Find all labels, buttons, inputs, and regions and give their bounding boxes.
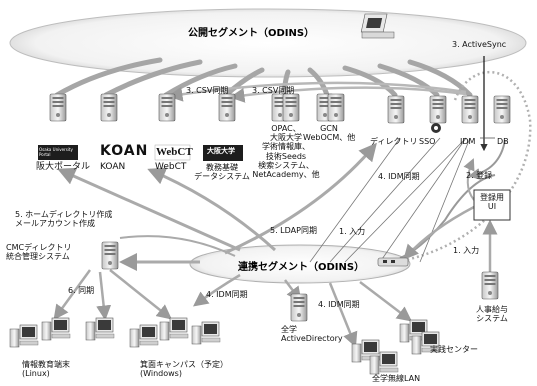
ui-input-arrow <box>403 205 475 260</box>
register-arrow <box>468 139 506 180</box>
minoh-label: 箕面キャンパス（予定） (Windows) <box>140 360 228 379</box>
webct-logo-text: WebCT <box>156 146 193 158</box>
webct-logo <box>154 144 191 161</box>
directory-label: ディレクトリ <box>370 137 418 146</box>
kyomu-label: 教務基礎 データシステム <box>194 163 250 182</box>
ad-label: 全学 ActiveDirectory <box>281 325 343 344</box>
wlan-label: 全学無線LAN <box>372 374 421 383</box>
switch-icon <box>377 257 409 267</box>
sync6-label: 6. 同期 <box>68 286 95 295</box>
public-segment-pc-icon <box>360 13 395 39</box>
ldap-sync-label: 5. LDAP同期 <box>270 226 317 235</box>
csv-sync-label-1: 3. CSV同期 <box>186 86 229 95</box>
linux-label: 情報教育端末 (Linux) <box>22 360 70 379</box>
activesync-path <box>394 70 532 264</box>
registration-ui-box <box>473 189 511 221</box>
home-dir-label: 5. ホームディレクトリ作成 メールアカウント作成 <box>15 210 113 229</box>
seg-to-windows <box>192 273 241 307</box>
koan-label: KOAN <box>100 162 126 172</box>
idm-sync-lines <box>309 137 471 263</box>
internal-segment-label: 連携セグメント（ODINS） <box>238 262 365 273</box>
jissen-label: 実践センター <box>430 345 478 354</box>
kyomu-logo <box>203 145 243 161</box>
hr-system-label: 人事給与 システム <box>476 305 508 324</box>
seg-to-wlan <box>328 282 358 348</box>
kyomu-logo-text: 大阪大学 <box>207 147 235 155</box>
public-segment-cloud <box>9 8 527 78</box>
portal-logo-text: Osaka University Portal <box>39 147 73 157</box>
activesync-label: 3. ActiveSync <box>452 40 507 49</box>
webct-label: WebCT <box>155 162 187 172</box>
cmc-to-linux <box>53 269 92 321</box>
cmc-label: CMCディレクトリ 統合管理システム <box>6 243 72 262</box>
sso-label: SSO <box>419 137 436 146</box>
db-label: DB <box>497 137 509 146</box>
gcn-label: GCN WebOCM、他 <box>303 124 356 143</box>
registration-ui-label: 登録用 UI <box>480 193 504 212</box>
opac-label: OPAC、 大阪大学 学術情報庫、 技術Seeds 検索システム、 NetAca… <box>252 124 320 179</box>
koan-logo-text: KOAN <box>100 143 149 159</box>
idm-sync-label-top: 4. IDM同期 <box>378 172 420 181</box>
internal-segment-cloud <box>189 244 411 284</box>
cmc-to-windows <box>109 269 172 320</box>
csv-sync-label-2: 3. CSV同期 <box>252 86 295 95</box>
register-label: 2. 登録 <box>466 171 493 180</box>
input-label-2: 1. 入力 <box>453 246 480 255</box>
portal-label: 阪大ポータル <box>36 162 91 172</box>
portal-logo <box>38 145 78 160</box>
idm-sync-label-bottom: 4. IDM同期 <box>318 300 360 309</box>
csv-sync-arrows <box>167 81 467 103</box>
public-segment-label: 公開セグメント（ODINS） <box>188 28 315 39</box>
ldap-sync-arrow <box>224 142 377 255</box>
seg-to-jissen <box>359 281 412 322</box>
idm-label: IDM <box>460 137 476 146</box>
idm-sync-label-left: 4. IDM同期 <box>206 290 248 299</box>
input-label-1: 1. 入力 <box>339 227 366 236</box>
sync-apps-arrow <box>57 167 241 252</box>
